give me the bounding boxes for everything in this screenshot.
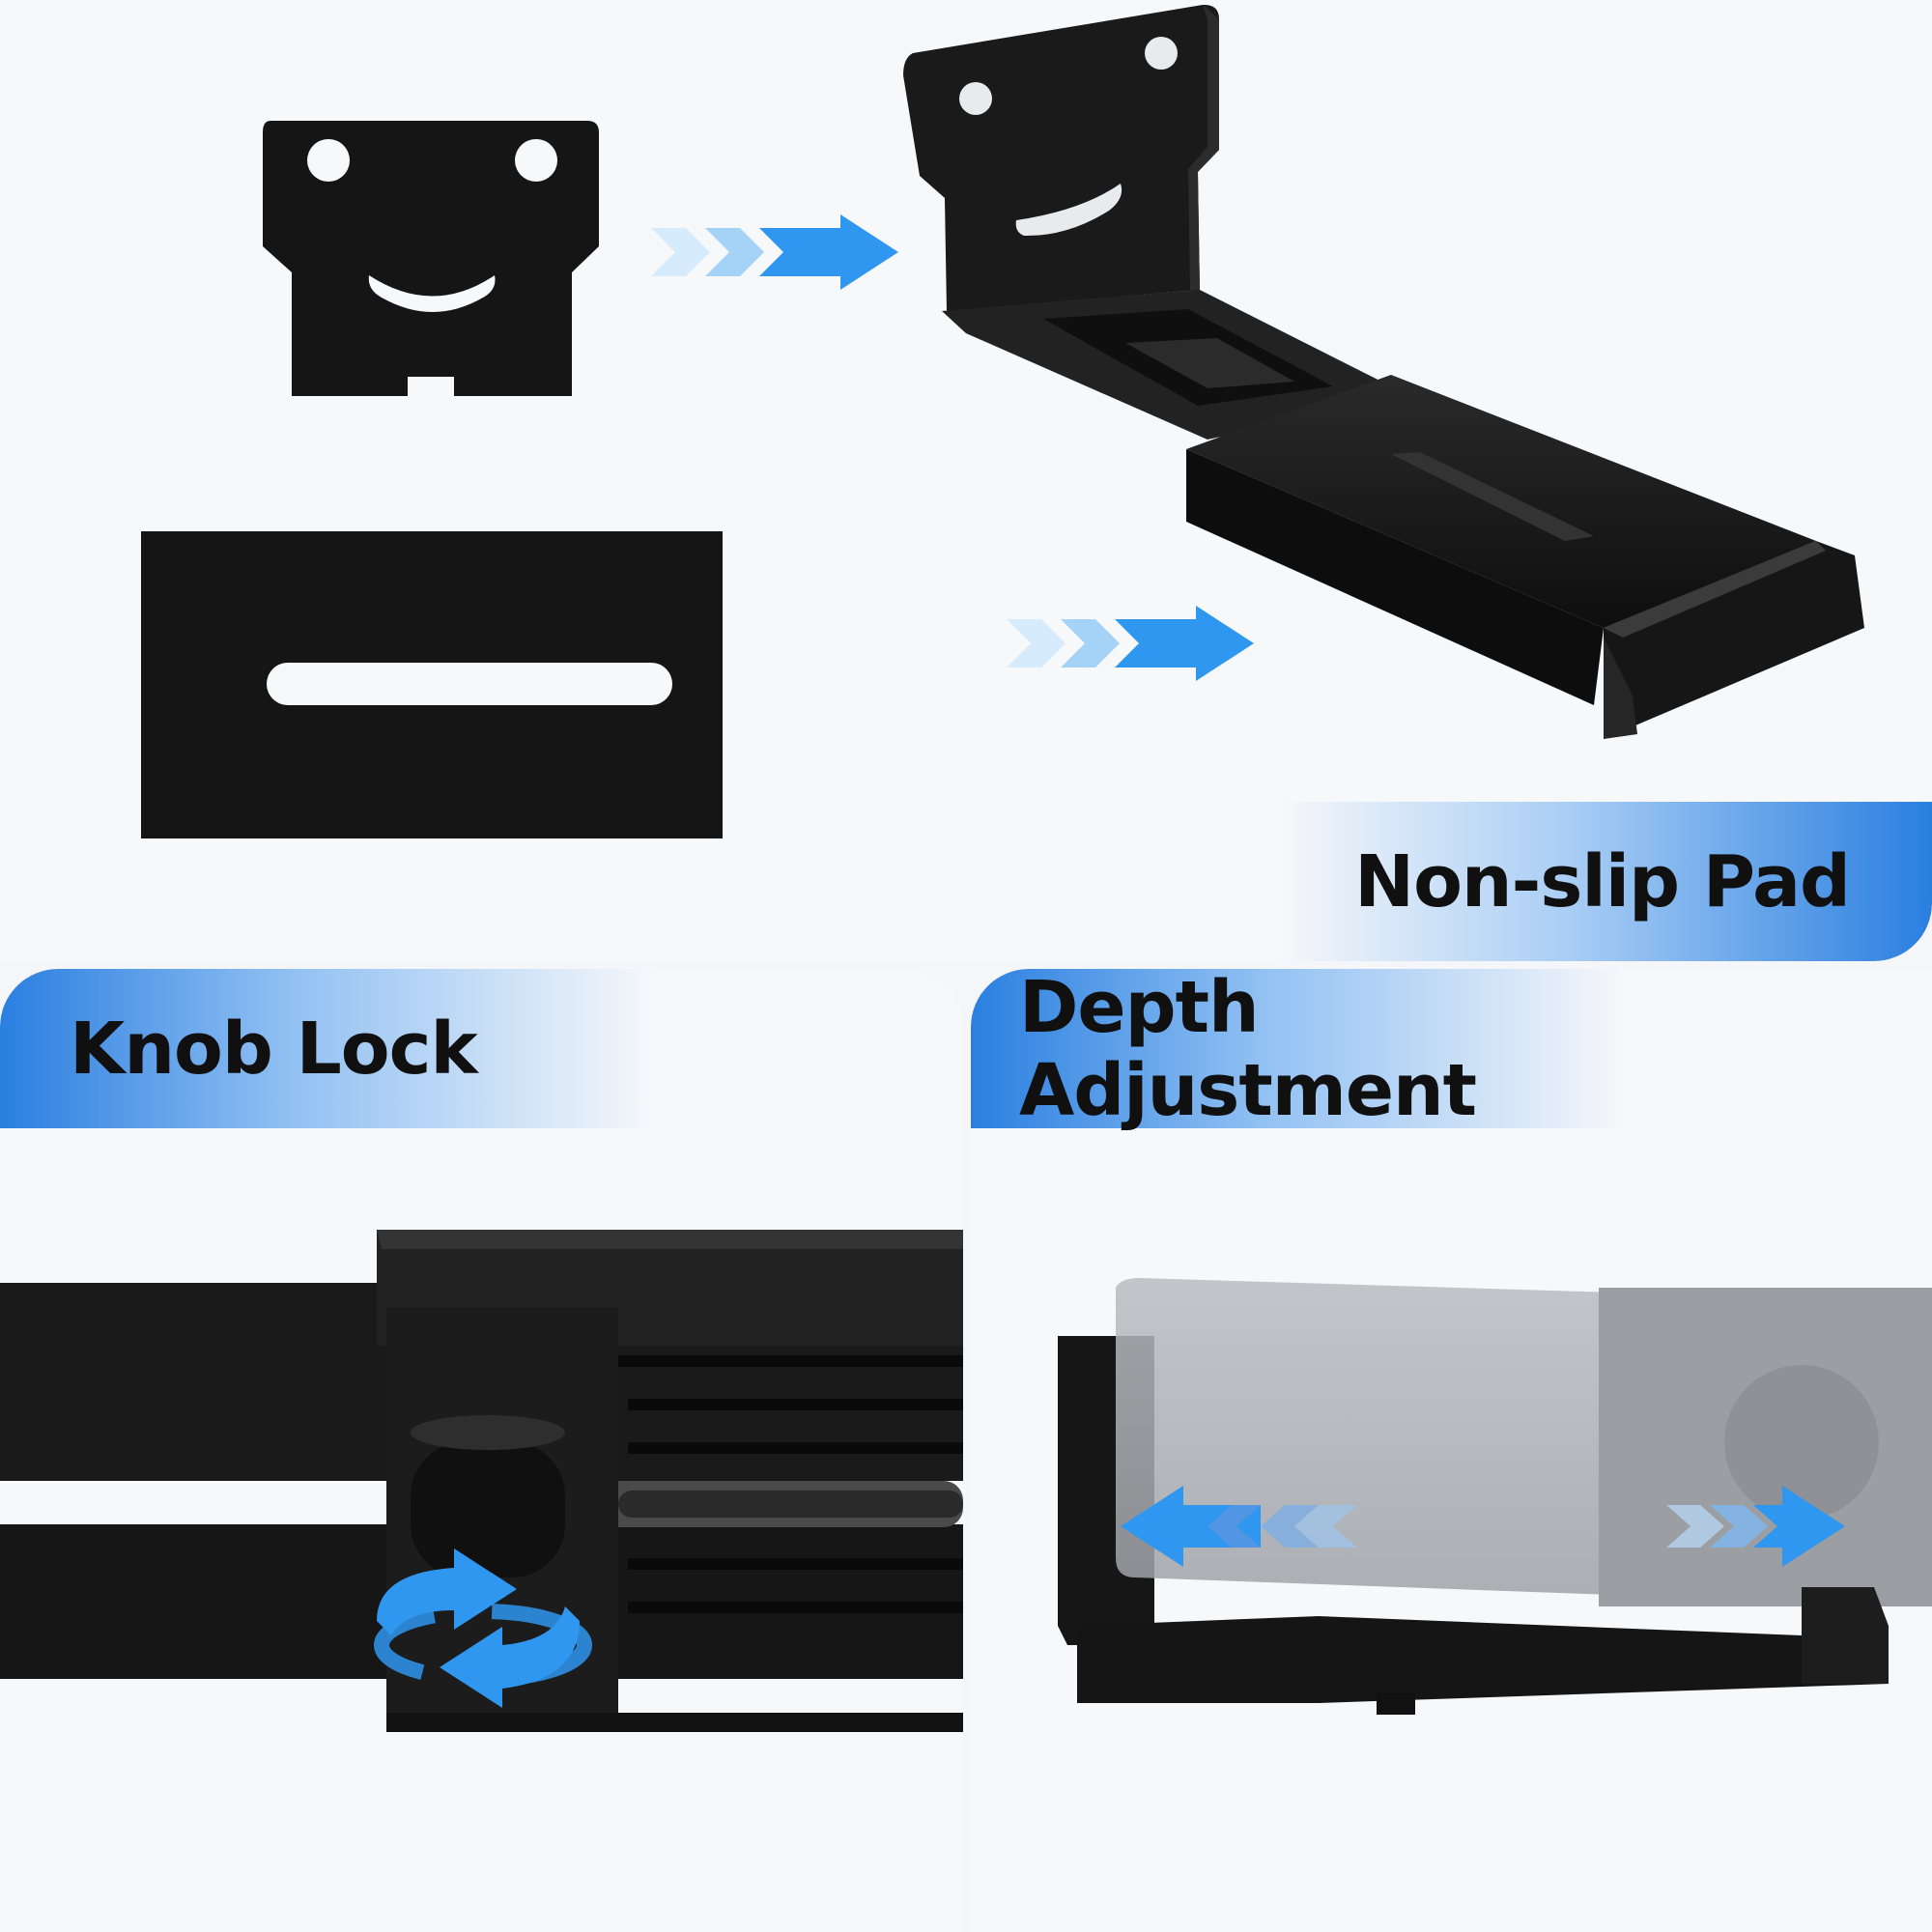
assembled-bracket-3d xyxy=(903,4,1864,739)
double-chevron-arrow-icon xyxy=(651,214,898,290)
depth-adjustment-banner: Depth Adjustment xyxy=(971,969,1628,1132)
wall-plate-part xyxy=(263,121,599,396)
non-slip-pad-banner: Non-slip Pad xyxy=(1275,802,1932,961)
rotate-arrows-icon xyxy=(374,1548,592,1708)
non-slip-pad-label: Non-slip Pad xyxy=(1354,839,1851,923)
knob-lock-panel: Knob Lock xyxy=(0,969,963,1932)
knob-lock-banner: Knob Lock xyxy=(0,969,657,1128)
knob-lock-label: Knob Lock xyxy=(70,1007,478,1091)
bracket-parts-illustration xyxy=(141,4,1864,838)
depth-adjustment-label: Depth Adjustment xyxy=(1019,969,1477,1132)
bracket-tray xyxy=(1077,1616,1889,1703)
top-panel: Non-slip Pad xyxy=(0,0,1932,961)
lock-knob xyxy=(411,1415,565,1577)
bidirectional-arrow-icon xyxy=(1121,1486,1845,1567)
depth-adjustment-illustration xyxy=(1058,1278,1932,1715)
slotted-plate-part xyxy=(141,531,723,838)
double-chevron-arrow-icon xyxy=(1007,606,1254,681)
knob-lock-illustration xyxy=(0,1230,963,1732)
soundbar xyxy=(1116,1278,1932,1606)
depth-adjustment-panel: Depth Adjustment xyxy=(971,969,1932,1932)
non-slip-pad-end xyxy=(1802,1587,1889,1684)
